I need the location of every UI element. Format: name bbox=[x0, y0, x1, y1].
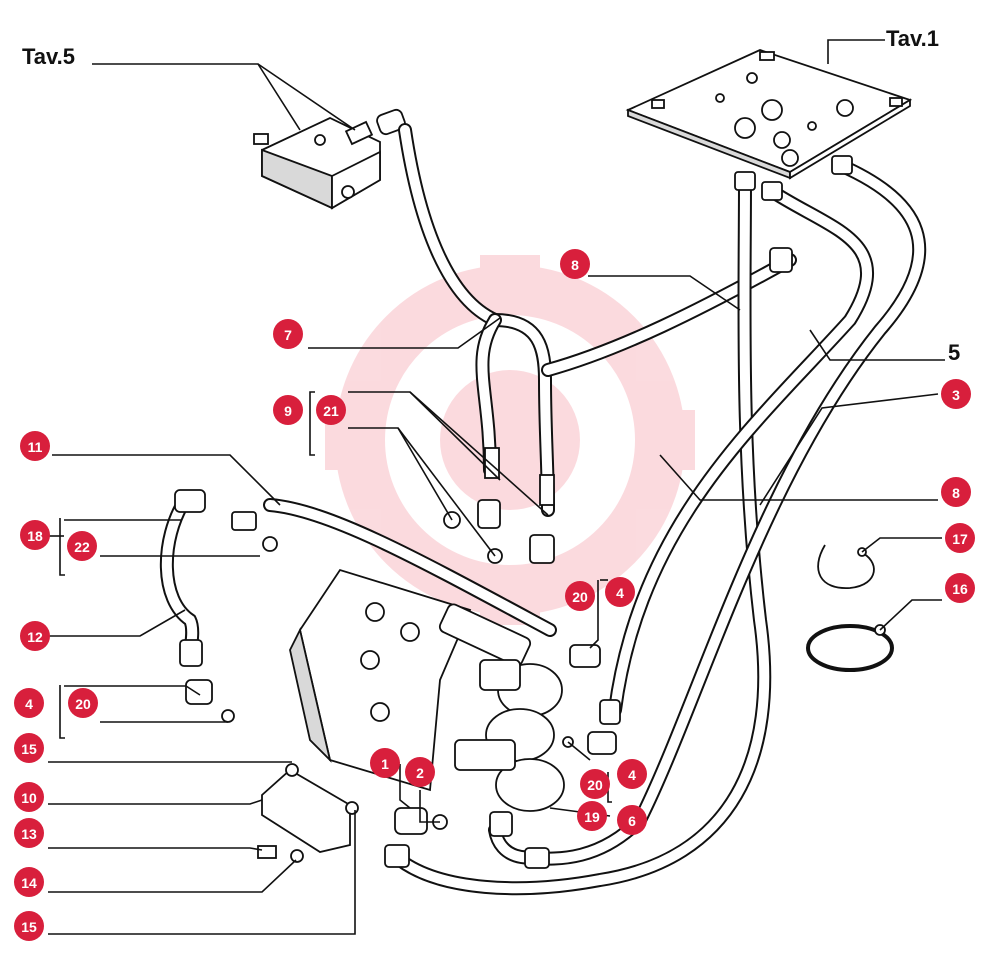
svg-text:20: 20 bbox=[587, 777, 603, 793]
svg-text:20: 20 bbox=[572, 589, 588, 605]
callout-17[interactable]: 17 bbox=[945, 523, 975, 553]
fittings bbox=[174, 155, 853, 869]
bracket-plate bbox=[257, 763, 359, 863]
hose-clamp-17 bbox=[817, 544, 875, 589]
callout-20c[interactable]: 20 bbox=[580, 769, 610, 799]
svg-text:15: 15 bbox=[21, 741, 37, 757]
label-5: 5 bbox=[948, 340, 960, 365]
svg-text:10: 10 bbox=[21, 790, 37, 806]
callout-10[interactable]: 10 bbox=[14, 782, 44, 812]
svg-text:8: 8 bbox=[571, 257, 579, 273]
svg-text:16: 16 bbox=[952, 581, 968, 597]
callout-7[interactable]: 7 bbox=[273, 319, 303, 349]
leader-lines bbox=[48, 39, 945, 935]
hose-right-1 bbox=[608, 183, 875, 717]
callout-1[interactable]: 1 bbox=[370, 748, 400, 778]
callout-4a[interactable]: 4 bbox=[605, 577, 635, 607]
callout-4c[interactable]: 4 bbox=[617, 759, 647, 789]
svg-text:17: 17 bbox=[952, 531, 968, 547]
svg-text:6: 6 bbox=[628, 813, 636, 829]
callout-6[interactable]: 6 bbox=[617, 805, 647, 835]
hose-right-2 bbox=[523, 158, 927, 866]
mounting-plate bbox=[625, 49, 913, 180]
svg-text:19: 19 bbox=[584, 809, 600, 825]
hose-11 bbox=[263, 498, 557, 637]
callout-16[interactable]: 16 bbox=[945, 573, 975, 603]
svg-text:20: 20 bbox=[75, 696, 91, 712]
svg-text:14: 14 bbox=[21, 875, 37, 891]
svg-text:22: 22 bbox=[74, 539, 90, 555]
hose-branch-b bbox=[475, 313, 502, 477]
svg-text:12: 12 bbox=[27, 629, 43, 645]
svg-text:4: 4 bbox=[616, 585, 624, 601]
svg-text:8: 8 bbox=[952, 485, 960, 501]
svg-text:15: 15 bbox=[21, 919, 37, 935]
callout-8b[interactable]: 8 bbox=[941, 477, 971, 507]
callout-13[interactable]: 13 bbox=[14, 818, 44, 848]
hose-clamp-16 bbox=[806, 624, 894, 672]
callout-19[interactable]: 19 bbox=[577, 801, 607, 831]
callout-22[interactable]: 22 bbox=[67, 531, 97, 561]
callout-4b[interactable]: 4 bbox=[14, 688, 44, 718]
callout-20b[interactable]: 20 bbox=[68, 688, 98, 718]
svg-text:13: 13 bbox=[21, 826, 37, 842]
svg-text:21: 21 bbox=[323, 403, 339, 419]
callout-11[interactable]: 11 bbox=[20, 431, 50, 461]
callout-14[interactable]: 14 bbox=[14, 867, 44, 897]
hose-8-upper bbox=[541, 253, 797, 377]
callout-20a[interactable]: 20 bbox=[565, 581, 595, 611]
svg-text:4: 4 bbox=[628, 767, 636, 783]
callout-15a[interactable]: 15 bbox=[14, 733, 44, 763]
svg-text:11: 11 bbox=[28, 439, 43, 455]
svg-text:7: 7 bbox=[284, 327, 292, 343]
valve-block bbox=[253, 108, 406, 210]
svg-text:4: 4 bbox=[25, 696, 33, 712]
hose-left-upper bbox=[398, 123, 502, 327]
svg-text:3: 3 bbox=[952, 387, 960, 403]
callout-8a[interactable]: 8 bbox=[560, 249, 590, 279]
distributor-valve bbox=[289, 568, 565, 812]
svg-text:2: 2 bbox=[416, 765, 424, 781]
hose-12 bbox=[159, 493, 200, 662]
watermark-logo bbox=[325, 255, 695, 625]
hose-vertical bbox=[393, 173, 772, 896]
svg-text:9: 9 bbox=[284, 403, 292, 419]
callout-12[interactable]: 12 bbox=[20, 621, 50, 651]
svg-text:1: 1 bbox=[381, 756, 389, 772]
callout-9[interactable]: 9 bbox=[273, 395, 303, 425]
svg-text:18: 18 bbox=[27, 528, 43, 544]
callout-18[interactable]: 18 bbox=[20, 520, 50, 550]
label-tav5: Tav.5 bbox=[22, 44, 75, 69]
label-tav1: Tav.1 bbox=[886, 26, 939, 51]
callout-2[interactable]: 2 bbox=[405, 757, 435, 787]
callout-15b[interactable]: 15 bbox=[14, 911, 44, 941]
callout-3[interactable]: 3 bbox=[941, 379, 971, 409]
callout-21[interactable]: 21 bbox=[316, 395, 346, 425]
